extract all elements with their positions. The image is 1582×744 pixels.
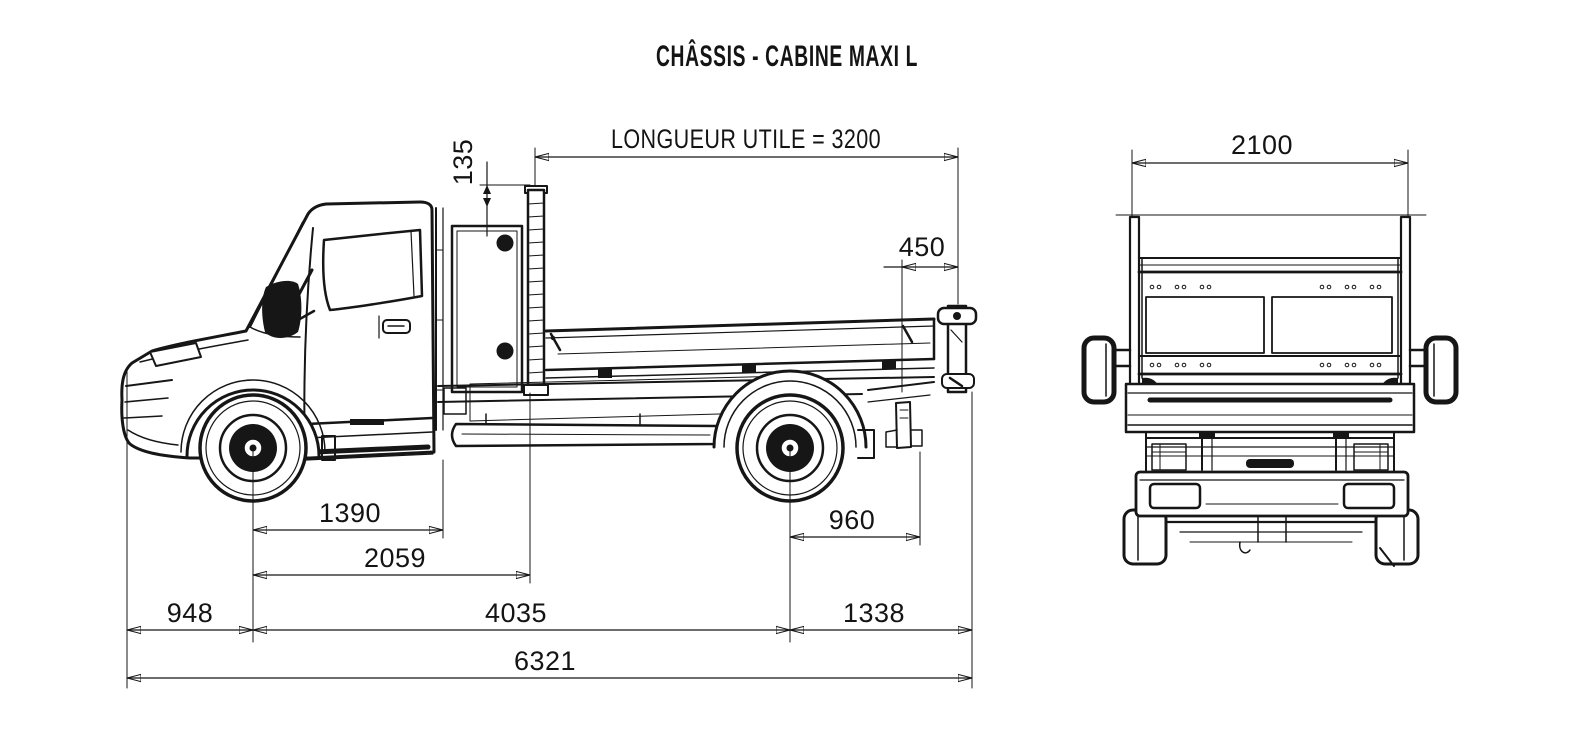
dim-960: 960 [789,505,921,537]
dim-1390: 1390 [252,498,444,530]
dim-2100-label: 2100 [1231,130,1293,160]
door-mirror-icon [262,280,302,338]
dim-948: 948 [126,598,254,630]
rear-wheels-axle [1122,508,1420,567]
dim-2059: 2059 [252,543,531,575]
side-view-drawing: 135 LONGUEUR UTILE = 3200 450 1390 2059 [120,124,978,689]
dim-960-label: 960 [829,505,876,535]
brand-logo-mark [1246,459,1294,468]
rear-wheel-and-fender [712,369,875,503]
rear-headboard-screen [1115,214,1427,392]
dim-1338: 1338 [789,598,973,630]
rivet-row-top [1149,284,1382,290]
dim-450: 450 [883,232,959,267]
dim-450-label: 450 [899,232,946,262]
dim-useful-length: LONGUEUR UTILE = 3200 [534,124,959,157]
dim-2059-label: 2059 [364,543,426,573]
left-mirror-icon [1081,335,1117,405]
rear-lamp-bracket [895,401,912,449]
cab [120,200,436,461]
rear-view-dimensions: 2100 [1131,130,1409,218]
dim-2100: 2100 [1131,130,1409,163]
dropside-top-rail [544,317,936,333]
right-tail-light [1342,482,1396,510]
rivet-row-bottom [1149,362,1382,368]
dim-headboard-above-cab: 135 [448,139,531,237]
dim-longueur-utile-label: LONGUEUR UTILE = 3200 [611,124,881,154]
dim-1338-label: 1338 [843,598,905,628]
rear-tailgate [1124,382,1416,473]
dim-6321-label: 6321 [514,646,576,676]
dim-1390-label: 1390 [319,498,381,528]
rear-bumper-and-lights [1134,470,1410,518]
dim-6321: 6321 [126,646,973,678]
tipper-body [523,185,978,396]
dim-4035-label: 4035 [485,598,547,628]
rear-bumper [1134,470,1410,518]
dim-135-label: 135 [448,139,478,186]
rear-left-wheel [1122,508,1168,566]
rear-mirrors [1081,335,1459,405]
mesh-panel-right [1271,296,1393,354]
dim-4035: 4035 [252,598,791,630]
left-tail-light [1148,482,1202,510]
drawing-title: CHÂSSIS - CABINE MAXI L [656,39,918,73]
cab-back-equipment-box [435,207,524,431]
dim-948-label: 948 [167,598,214,628]
rear-view-drawing: 2100 [1081,130,1459,567]
box-latch-icon [496,342,514,360]
rear-right-wheel [1374,508,1420,566]
box-latch-icon [496,234,514,252]
mesh-panel-left [1145,296,1265,354]
tailgate-post [946,304,968,394]
right-mirror-icon [1423,335,1459,405]
side-view-dimensions: 135 LONGUEUR UTILE = 3200 450 1390 2059 [126,124,973,689]
